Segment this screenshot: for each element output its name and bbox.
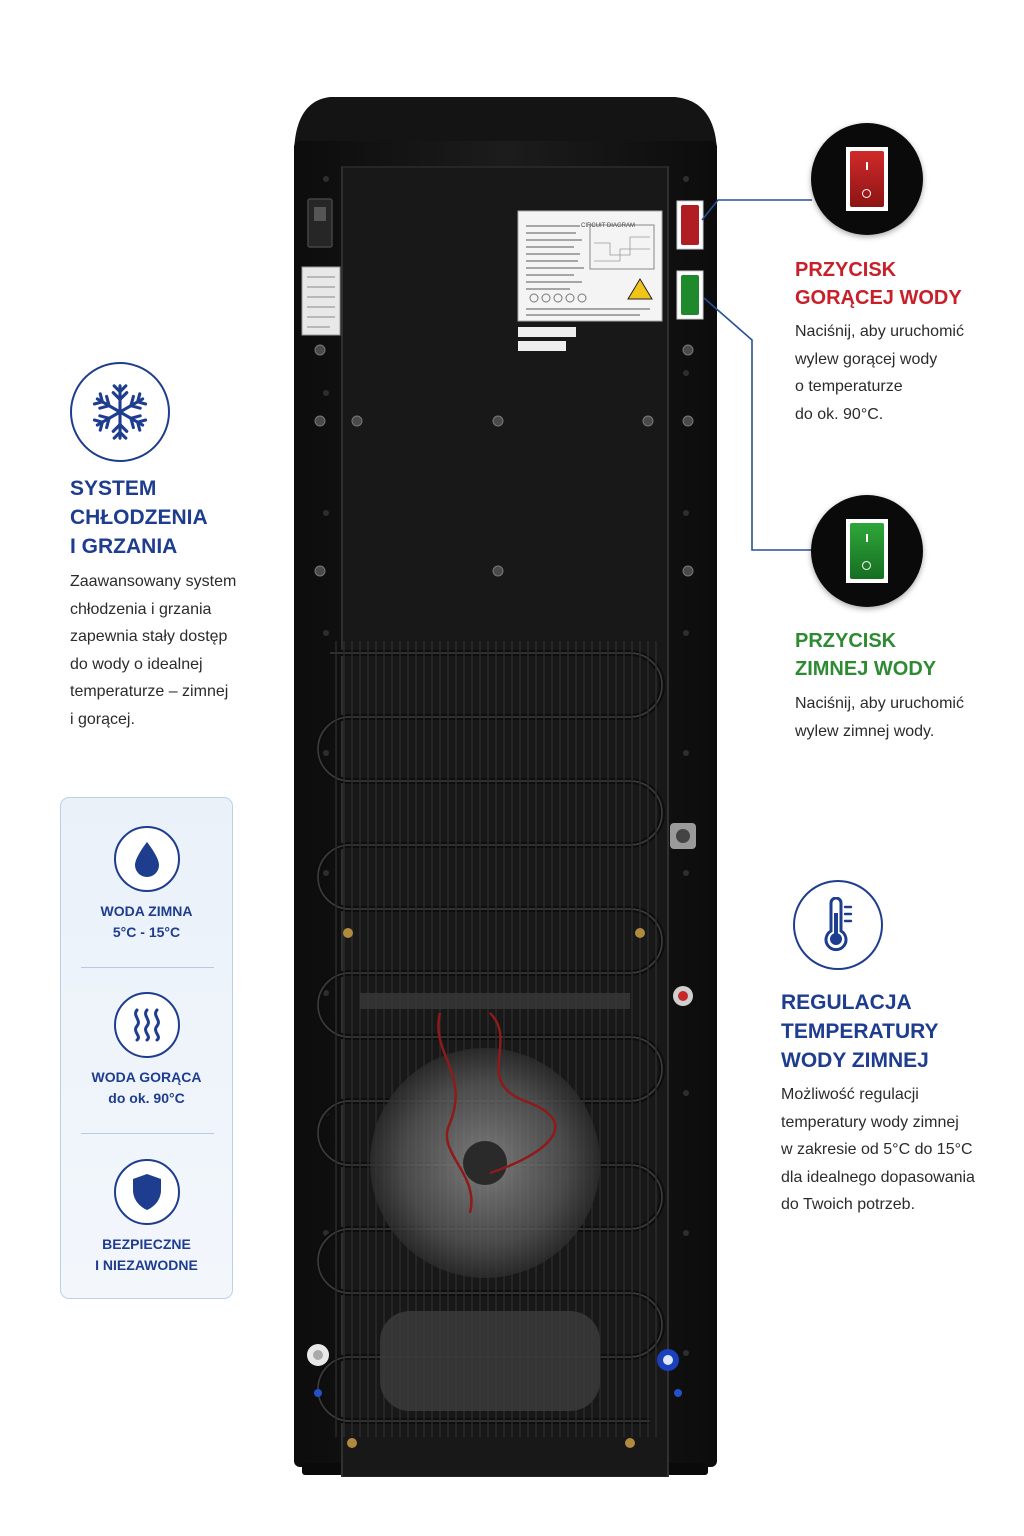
- cooling-desc-line: i gorącej.: [70, 710, 135, 728]
- hot-button-desc-line: do ok. 90°C.: [795, 405, 884, 423]
- hot-button-desc-line: wylew gorącej wody: [795, 350, 938, 368]
- green-rocker-switch-icon: [811, 495, 923, 607]
- hot-button-desc-line: o temperaturze: [795, 378, 903, 395]
- cooling-title-line: I GRZANIA: [70, 535, 178, 558]
- shield-icon: [113, 1159, 180, 1225]
- thermometer-icon: [793, 880, 883, 970]
- red-rocker-switch-icon: [811, 123, 923, 235]
- cold-button-desc-line: Naciśnij, aby uruchomić: [795, 695, 964, 712]
- cold-button-title-line: ZIMNEJ WODY: [795, 658, 937, 680]
- temperature-desc-line: do Twoich potrzeb.: [781, 1196, 916, 1213]
- cooling-title-line: SYSTEM: [70, 477, 157, 500]
- temperature-desc-line: temperatury wody zimnej: [781, 1113, 959, 1131]
- feature-hot-water: WODA GORĄCA do ok. 90°C: [61, 992, 232, 1109]
- water-drop-icon: [113, 826, 180, 892]
- features-card: WODA ZIMNA 5°C - 15°C WODA GORĄCA do ok.…: [60, 797, 233, 1299]
- card-divider: [81, 1133, 214, 1134]
- temperature-desc-line: w zakresie od 5°C do 15°C: [781, 1141, 973, 1158]
- temperature-title-line: TEMPERATURY: [781, 1020, 939, 1043]
- cold-button-heading: PRZYCISK ZIMNEJ WODY: [795, 627, 1015, 683]
- temperature-heading: REGULACJA TEMPERATURY WODY ZIMNEJ: [781, 988, 1011, 1075]
- card-divider: [81, 967, 214, 968]
- temperature-desc-line: dla idealnego dopasowania: [781, 1168, 975, 1186]
- cooling-description: Zaawansowany system chłodzenia i grzania…: [70, 568, 280, 733]
- circuit-diagram-label: CIRCUIT DIAGRAM: [581, 223, 635, 229]
- cooling-desc-line: temperaturze – zimnej: [70, 683, 229, 700]
- temperature-desc-line: Możliwość regulacji: [781, 1086, 919, 1103]
- feature-cold-water: WODA ZIMNA 5°C - 15°C: [61, 826, 232, 943]
- hot-button-desc-line: Naciśnij, aby uruchomić: [795, 323, 964, 340]
- temperature-title-line: WODY ZIMNEJ: [781, 1049, 929, 1072]
- temperature-description: Możliwość regulacji temperatury wody zim…: [781, 1081, 1016, 1219]
- feature-hot-water-text: WODA GORĄCA do ok. 90°C: [91, 1069, 202, 1106]
- callout-lines: [701, 199, 812, 551]
- heat-waves-icon: [113, 992, 180, 1058]
- cold-button-description: Naciśnij, aby uruchomić wylew zimnej wod…: [795, 690, 1015, 745]
- hot-button-description: Naciśnij, aby uruchomić wylew gorącej wo…: [795, 318, 1015, 428]
- rating-label: [517, 210, 663, 322]
- compressor: [380, 1311, 600, 1411]
- cooling-desc-line: Zaawansowany system: [70, 573, 237, 590]
- hot-button-title-line: GORĄCEJ WODY: [795, 287, 962, 309]
- feature-cold-water-text: WODA ZIMNA 5°C - 15°C: [100, 903, 193, 940]
- cooling-desc-line: zapewnia stały dostęp: [70, 628, 228, 645]
- water-dispenser-back-view: CIRCUIT DIAGRAM: [294, 97, 717, 1477]
- snowflake-icon: [70, 362, 170, 462]
- hot-button-heading: PRZYCISK GORĄCEJ WODY: [795, 256, 1015, 312]
- cooling-title-line: CHŁODZENIA: [70, 506, 208, 529]
- cooling-desc-line: chłodzenia i grzania: [70, 600, 212, 618]
- feature-safety: BEZPIECZNE I NIEZAWODNE: [61, 1159, 232, 1276]
- hot-button-title-line: PRZYCISK: [795, 259, 897, 281]
- cold-button-desc-line: wylew zimnej wody.: [795, 722, 935, 740]
- temperature-title-line: REGULACJA: [781, 991, 912, 1014]
- cold-button-title-line: PRZYCISK: [795, 630, 897, 652]
- cooling-desc-line: do wody o idealnej: [70, 655, 203, 673]
- cooling-heading: SYSTEM CHŁODZENIA I GRZANIA: [70, 474, 270, 561]
- feature-safety-text: BEZPIECZNE I NIEZAWODNE: [95, 1236, 198, 1273]
